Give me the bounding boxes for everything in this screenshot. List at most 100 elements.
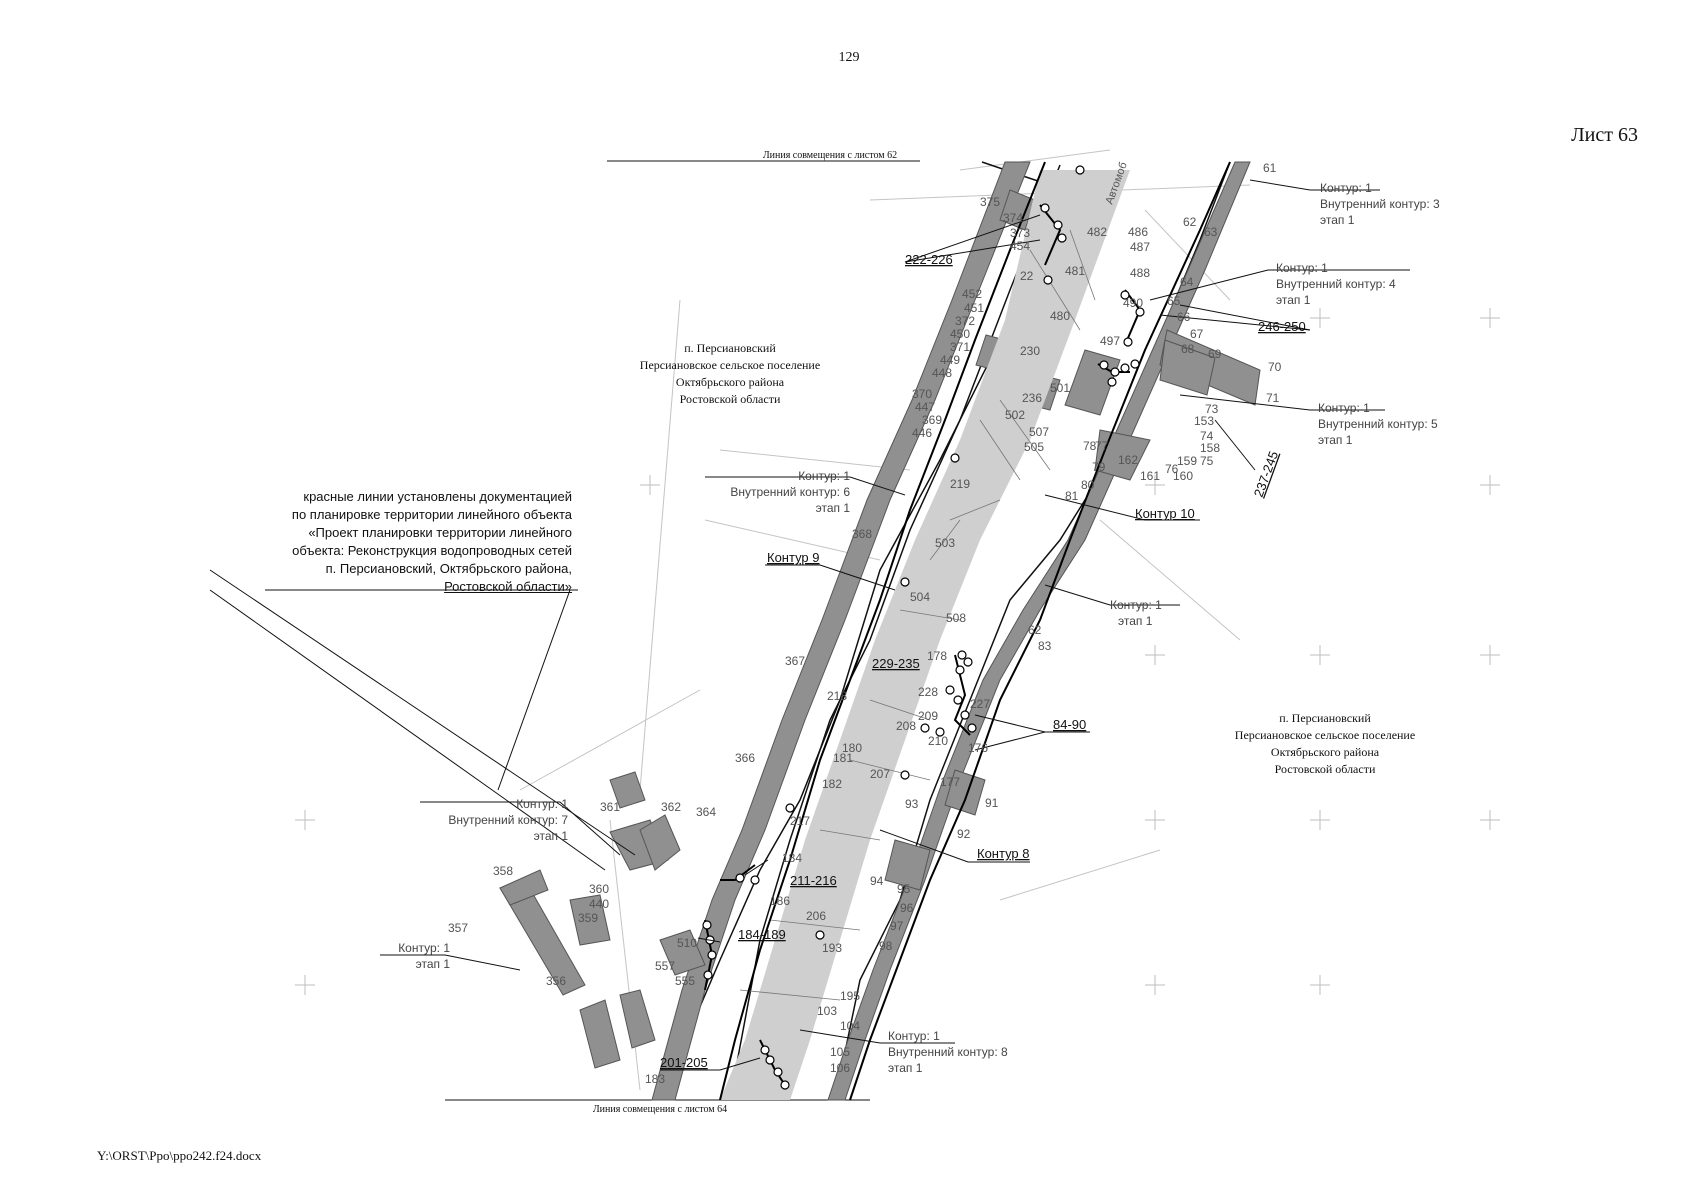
parcel-447: 447 xyxy=(915,400,935,414)
range-84-90: 84-90 xyxy=(1053,717,1086,732)
callout-line: этап 1 xyxy=(888,1061,923,1075)
parcel-362: 362 xyxy=(661,800,681,814)
parcel-358: 358 xyxy=(493,864,513,878)
parcel-480: 480 xyxy=(1050,309,1070,323)
callout-line: Контур: 1 xyxy=(1276,261,1328,275)
parcel-555: 555 xyxy=(675,974,695,988)
contour-10-label: Контур 10 xyxy=(1135,506,1195,521)
light-fill-strips xyxy=(720,170,1130,1100)
parcel-158: 158 xyxy=(1200,441,1220,455)
parcel-177: 177 xyxy=(940,775,960,789)
settlement-district: Октябрьского района xyxy=(675,375,785,389)
parcel-76: 76 xyxy=(1165,462,1179,476)
parcel-103: 103 xyxy=(817,1004,837,1018)
parcel-369: 369 xyxy=(922,413,942,427)
range-184-189: 184-189 xyxy=(738,927,786,942)
parcel-183: 183 xyxy=(645,1072,665,1086)
parcel-227: 227 xyxy=(970,697,990,711)
contour-8-label: Контур 8 xyxy=(977,846,1030,861)
parcel-367: 367 xyxy=(785,654,805,668)
parcel-370: 370 xyxy=(912,387,932,401)
settlement-label-left: п. Персиановский Персиановское сельское … xyxy=(620,340,840,408)
callout-line: этап 1 xyxy=(1118,614,1153,628)
match-line-top-label: Линия совмещения с листом 62 xyxy=(763,150,897,161)
parcel-73: 73 xyxy=(1205,402,1219,416)
parcel-481: 481 xyxy=(1065,264,1085,278)
callout-line: Контур: 1 xyxy=(1320,181,1372,195)
callout-inner-contour-5: Контур: 1 Внутренний контур: 5 этап 1 xyxy=(1318,400,1488,448)
parcel-357: 357 xyxy=(448,921,468,935)
parcel-490: 490 xyxy=(1123,296,1143,310)
callout-line: Внутренний контур: 5 xyxy=(1318,417,1438,431)
callout-inner-contour-7: Контур: 1 Внутренний контур: 7 этап 1 xyxy=(420,796,568,844)
callout-line: этап 1 xyxy=(533,829,568,843)
note-line: объекта: Реконструкция водопроводных сет… xyxy=(292,543,572,558)
parcel-83: 83 xyxy=(1038,639,1052,653)
parcel-508: 508 xyxy=(946,611,966,625)
range-237-245: 237-245 xyxy=(1251,449,1281,499)
named-contour-labels: Контур 10 Контур 9 Контур 8 xyxy=(767,506,1195,861)
callout-line: этап 1 xyxy=(1276,293,1311,307)
parcel-61: 61 xyxy=(1263,161,1277,175)
parcel-451: 451 xyxy=(964,301,984,315)
parcel-360: 360 xyxy=(589,882,609,896)
parcel-63: 63 xyxy=(1204,225,1218,239)
parcel-374: 374 xyxy=(1003,211,1023,225)
settlement-district: Октябрьского района xyxy=(1270,745,1380,759)
callout-line: Контур: 1 xyxy=(398,941,450,955)
survey-cross-marks xyxy=(295,308,1500,995)
parcel-448: 448 xyxy=(932,366,952,380)
callout-line: Внутренний контур: 8 xyxy=(888,1045,1008,1059)
parcel-68: 68 xyxy=(1181,342,1195,356)
parcel-218: 218 xyxy=(827,689,847,703)
pipeline-route xyxy=(704,161,1231,1101)
parcel-71: 71 xyxy=(1266,391,1280,405)
parcel-181: 181 xyxy=(833,751,853,765)
parcel-210: 210 xyxy=(928,734,948,748)
note-line: по планировке территории линейного объек… xyxy=(291,507,572,522)
parcel-104: 104 xyxy=(840,1019,860,1033)
parcel-67: 67 xyxy=(1190,327,1204,341)
parcel-79: 79 xyxy=(1092,460,1106,474)
parcel-184: 184 xyxy=(782,851,802,865)
settlement-name: п. Персиановский xyxy=(684,341,776,355)
parcel-375: 375 xyxy=(980,195,1000,209)
parcel-452: 452 xyxy=(962,287,982,301)
callout-line: Контур: 1 xyxy=(1318,401,1370,415)
range-229-235: 229-235 xyxy=(872,656,920,671)
parcel-91: 91 xyxy=(985,796,999,810)
callout-inner-contour-4: Контур: 1 Внутренний контур: 4 этап 1 xyxy=(1276,260,1446,308)
left-blocks xyxy=(499,771,706,1069)
callout-line: Внутренний контур: 4 xyxy=(1276,277,1396,291)
settlement-municipality: Персиановское сельское поселение xyxy=(1234,728,1416,742)
callout-contour-1-stage-1-right: Контур: 1 этап 1 xyxy=(1110,597,1230,629)
parcel-64: 64 xyxy=(1180,275,1194,289)
file-path: Y:\ORST\Ppo\ppo242.f24.docx xyxy=(97,1148,262,1163)
parcel-368: 368 xyxy=(852,527,872,541)
parcel-230: 230 xyxy=(1020,344,1040,358)
callout-contour-1-stage-1-left: Контур: 1 этап 1 xyxy=(380,940,450,972)
callout-line: Внутренний контур: 3 xyxy=(1320,197,1440,211)
parcel-186: 186 xyxy=(770,894,790,908)
parcel-98: 98 xyxy=(879,939,893,953)
parcel-503: 503 xyxy=(935,536,955,550)
parcel-62a: 62 xyxy=(1183,215,1197,229)
parcel-488: 488 xyxy=(1130,266,1150,280)
parcel-361: 361 xyxy=(600,800,620,814)
parcel-366: 366 xyxy=(735,751,755,765)
parcel-209: 209 xyxy=(918,709,938,723)
callout-line: Контур: 1 xyxy=(888,1029,940,1043)
match-line-bottom: Линия совмещения с листом 64 xyxy=(445,1099,870,1115)
parcel-501: 501 xyxy=(1050,381,1070,395)
callout-line: этап 1 xyxy=(815,501,850,515)
parcel-162: 162 xyxy=(1118,453,1138,467)
callout-line: Контур: 1 xyxy=(798,469,850,483)
callout-inner-contour-8: Контур: 1 Внутренний контур: 8 этап 1 xyxy=(888,1028,1058,1076)
contour-9-label: Контур 9 xyxy=(767,550,820,565)
parcel-359: 359 xyxy=(578,911,598,925)
parcel-159: 159 xyxy=(1177,454,1197,468)
parcel-78: 78 xyxy=(1083,439,1097,453)
parcel-153: 153 xyxy=(1194,414,1214,428)
parcel-356: 356 xyxy=(546,974,566,988)
parcel-97: 97 xyxy=(890,919,904,933)
